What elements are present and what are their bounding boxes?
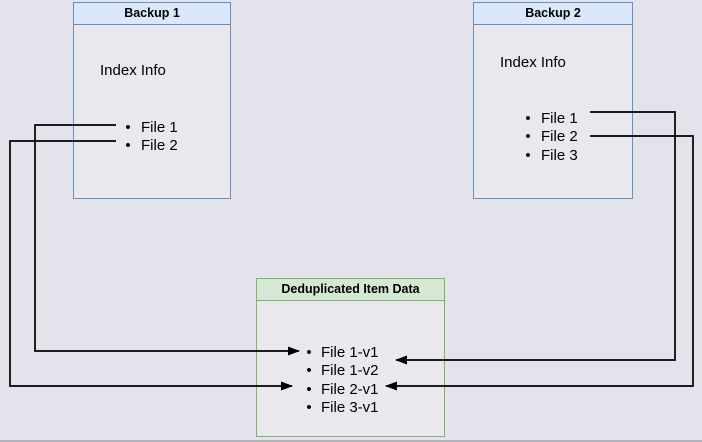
bullet-icon: • [525, 128, 531, 146]
bullet-icon: • [306, 399, 312, 417]
file-list-item: • File 3 [522, 146, 632, 165]
dedup-item-list: • File 1-v1 • File 1-v2 • File 2-v1 • Fi… [257, 343, 444, 417]
file-label: File 1 [541, 109, 578, 127]
bullet-icon: • [306, 362, 312, 380]
backup-1-title: Backup 1 [74, 3, 230, 25]
backup-1-node: Backup 1 Index Info • File 1 • File 2 [73, 2, 231, 199]
file-list-item: • File 2 [522, 128, 632, 147]
window-bottom-edge [0, 440, 702, 442]
bullet-icon: • [525, 109, 531, 127]
file-label: File 2 [541, 128, 578, 146]
dedup-node: Deduplicated Item Data • File 1-v1 • Fil… [256, 278, 445, 437]
file-label: File 3 [541, 146, 578, 164]
file-list-item: • File 1 [122, 118, 230, 137]
item-label: File 3-v1 [321, 399, 379, 417]
dedup-list-item: • File 3-v1 [303, 399, 444, 418]
file-list-item: • File 2 [122, 137, 230, 156]
bullet-icon: • [306, 380, 312, 398]
dedup-list-item: • File 1-v2 [303, 362, 444, 381]
file-label: File 1 [141, 118, 178, 136]
dedup-title: Deduplicated Item Data [257, 279, 444, 301]
file-label: File 2 [141, 137, 178, 155]
bullet-icon: • [125, 118, 131, 136]
bullet-icon: • [525, 146, 531, 164]
index-info-label: Index Info [500, 54, 566, 71]
bullet-icon: • [125, 137, 131, 155]
backup-2-title: Backup 2 [474, 3, 632, 25]
index-info-label: Index Info [100, 62, 166, 79]
bullet-icon: • [306, 343, 312, 361]
backup-1-file-list: • File 1 • File 2 [74, 118, 230, 155]
dedup-list-item: • File 2-v1 [303, 380, 444, 399]
backup-2-node: Backup 2 Index Info • File 1 • File 2 • … [473, 2, 633, 199]
item-label: File 1-v1 [321, 343, 379, 361]
dedup-list-item: • File 1-v1 [303, 343, 444, 362]
item-label: File 2-v1 [321, 380, 379, 398]
item-label: File 1-v2 [321, 362, 379, 380]
file-list-item: • File 1 [522, 109, 632, 128]
backup-2-file-list: • File 1 • File 2 • File 3 [474, 109, 632, 165]
